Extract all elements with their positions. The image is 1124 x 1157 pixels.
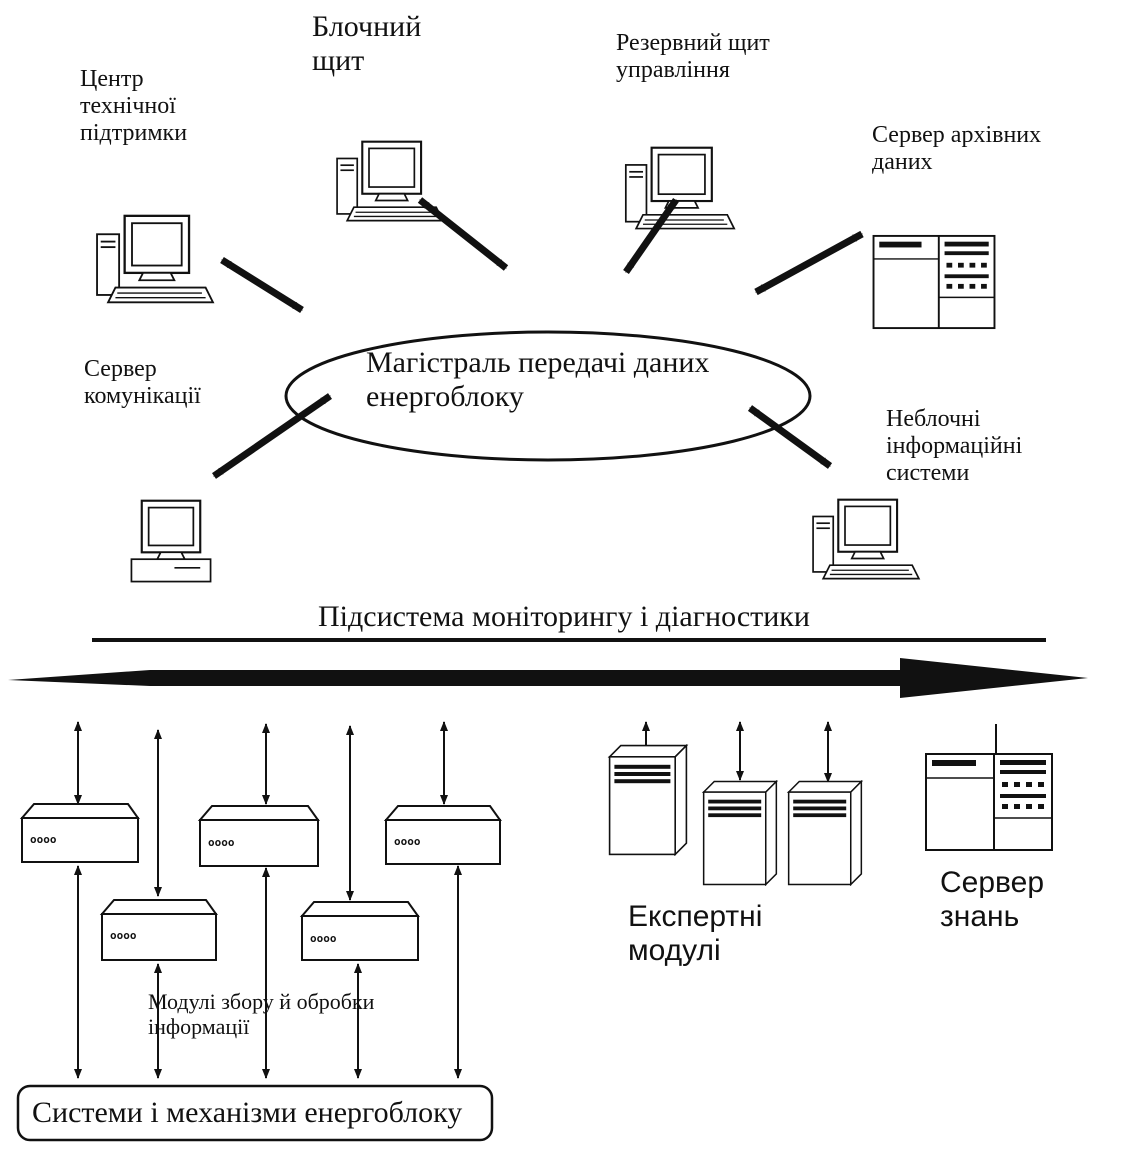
label-nonunit-systems: Неблочні інформаційні системи [886, 406, 1023, 486]
data-bus-label: Магістраль передачі даних енергоблоку [366, 346, 710, 413]
computer-icon-comm-server [130, 499, 212, 583]
label-archive-server: Сервер архівних даних [872, 122, 1042, 175]
module-indicator: oooo [110, 929, 137, 942]
label-unit-panel: Блочний щит [312, 10, 422, 77]
module-box-5: oooo [383, 805, 502, 865]
link-archive-server [754, 230, 864, 296]
module-indicator: oooo [310, 932, 337, 945]
expert-modules-label: Експертні модулі [628, 900, 763, 967]
expert-module-tower-2 [702, 780, 778, 886]
module-box-4: oooo [299, 901, 420, 961]
expert-module-tower-1 [608, 744, 688, 856]
label-comm-server: Сервер комунікації [84, 356, 201, 409]
link-unit-panel [417, 197, 509, 271]
knowledge-server-label: Сервер знань [940, 866, 1045, 933]
monitoring-bus-arrow [8, 658, 1088, 698]
link-backup-panel [623, 198, 679, 274]
module-indicator: oooo [394, 835, 421, 848]
plant-systems-label: Системи і механізми енергоблоку [32, 1096, 463, 1129]
computer-icon-support-center [95, 214, 215, 304]
module-links [74, 721, 832, 1079]
label-support-center: Центр технічної підтримки [80, 66, 188, 146]
link-support-center [220, 257, 304, 313]
expert-module-tower-3 [787, 780, 863, 886]
link-nonunit-systems [747, 405, 833, 469]
module-box-1: oooo [19, 803, 140, 863]
link-comm-server [212, 393, 332, 479]
computer-icon-nonunit-systems [811, 498, 921, 580]
subsystem-title: Підсистема моніторингу і діагностики [318, 600, 810, 633]
bus-links [212, 197, 864, 479]
modules-label: Модулі збору й обробки інформації [148, 989, 375, 1039]
module-indicator: oooo [208, 836, 235, 849]
computer-icon-backup-panel [624, 146, 736, 230]
module-box-2: oooo [99, 899, 218, 961]
plant-systems-box [16, 1084, 494, 1142]
server-cabinet-icon-archive [872, 234, 996, 330]
data-acquisition-modules: oooo oooo oooo oooo oooo [19, 803, 502, 961]
module-box-3: oooo [197, 805, 320, 867]
label-backup-panel: Резервний щит управління [616, 30, 770, 83]
module-indicator: oooo [30, 833, 57, 846]
knowledge-server-cabinet-icon [924, 752, 1054, 852]
